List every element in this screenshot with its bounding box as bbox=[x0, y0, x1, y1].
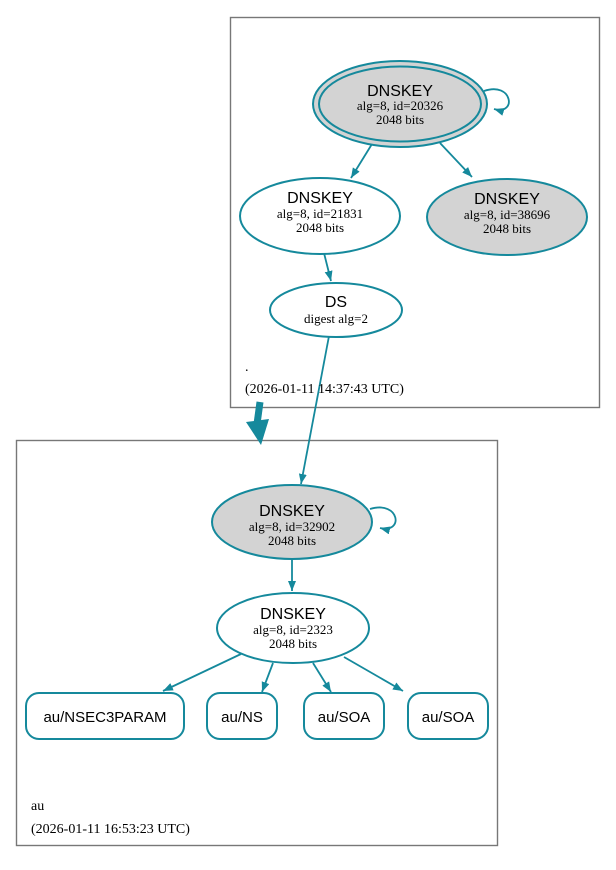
rrset-soa1-box bbox=[303, 692, 385, 740]
rrset-nsec3param-box bbox=[25, 692, 185, 740]
au-zone-label: au bbox=[31, 799, 44, 814]
dnskey-20326-alg: alg=8, id=20326 bbox=[357, 98, 444, 113]
dnskey-2323-title: DNSKEY bbox=[260, 606, 326, 623]
dnskey-21831-title: DNSKEY bbox=[287, 190, 353, 207]
ds-digest: digest alg=2 bbox=[304, 311, 368, 326]
edge-au-zsk-to-ns bbox=[261, 662, 274, 693]
dnskey-32902-bits: 2048 bits bbox=[268, 533, 316, 548]
dnskey-2323-alg: alg=8, id=2323 bbox=[253, 622, 333, 637]
rrset-nsec3param-label: au/NSEC3PARAM bbox=[43, 709, 166, 726]
au-ksk-self-sign-arrow bbox=[369, 506, 397, 535]
rrset-node-soa2: au/SOA bbox=[407, 692, 489, 740]
dnskey-38696-alg: alg=8, id=38696 bbox=[464, 207, 551, 222]
dnskey-21831-bits: 2048 bits bbox=[296, 220, 344, 235]
dnskey-2323-ellipse bbox=[216, 592, 370, 664]
root-zone-label: . bbox=[245, 360, 249, 375]
root-ksk-self-sign-arrow bbox=[483, 88, 510, 116]
dnskey-32902-ellipse bbox=[211, 484, 373, 560]
ds-ellipse bbox=[269, 282, 403, 338]
dnskey-20326-bits: 2048 bits bbox=[376, 112, 424, 127]
edge-root-ksk-to-zsk bbox=[350, 143, 373, 179]
dnskey-20326-inner-ellipse bbox=[318, 65, 482, 143]
edge-root-ksk-to-key38696 bbox=[439, 142, 473, 178]
ds-title: DS bbox=[325, 294, 347, 311]
edge-au-zsk-to-soa2 bbox=[343, 656, 404, 692]
dnskey-38696-ellipse bbox=[426, 178, 588, 256]
dnskey-2323-bits: 2048 bits bbox=[269, 636, 317, 651]
dnskey-node-21831: DNSKEY alg=8, id=21831 2048 bits bbox=[239, 177, 401, 255]
dnskey-38696-bits: 2048 bits bbox=[483, 221, 531, 236]
dnskey-32902-alg: alg=8, id=32902 bbox=[249, 519, 335, 534]
au-zone-timestamp: (2026-01-11 16:53:23 UTC) bbox=[31, 822, 190, 837]
rrset-node-soa1: au/SOA bbox=[303, 692, 385, 740]
dnskey-20326-title: DNSKEY bbox=[367, 83, 433, 100]
rrset-ns-box bbox=[206, 692, 278, 740]
dnskey-node-2323: DNSKEY alg=8, id=2323 2048 bits bbox=[216, 592, 370, 664]
edge-ds-to-au-ksk bbox=[298, 335, 330, 485]
dnskey-node-32902: DNSKEY alg=8, id=32902 2048 bits bbox=[211, 484, 373, 560]
dnskey-21831-alg: alg=8, id=21831 bbox=[277, 206, 363, 221]
rrset-soa1-label: au/SOA bbox=[318, 709, 371, 726]
dnskey-38696-title: DNSKEY bbox=[474, 191, 540, 208]
edge-root-zsk-to-ds bbox=[323, 252, 333, 282]
root-zone-timestamp: (2026-01-11 14:37:43 UTC) bbox=[245, 382, 404, 397]
rrset-soa2-box bbox=[407, 692, 489, 740]
dnskey-21831-ellipse bbox=[239, 177, 401, 255]
rrset-node-ns: au/NS bbox=[206, 692, 278, 740]
dnskey-node-20326: DNSKEY alg=8, id=20326 2048 bits bbox=[312, 60, 488, 148]
delegation-arrow-head bbox=[246, 419, 269, 445]
rrset-ns-label: au/NS bbox=[221, 709, 263, 726]
dnskey-32902-title: DNSKEY bbox=[259, 503, 325, 520]
edge-au-zsk-to-soa1 bbox=[312, 662, 332, 693]
delegation-arrow-shaft bbox=[253, 401, 264, 425]
dnskey-node-38696: DNSKEY alg=8, id=38696 2048 bits bbox=[426, 178, 588, 256]
rrset-node-nsec3param: au/NSEC3PARAM bbox=[25, 692, 185, 740]
rrset-soa2-label: au/SOA bbox=[422, 709, 475, 726]
edge-au-zsk-to-nsec3param bbox=[162, 653, 242, 692]
dnskey-20326-outer-ellipse bbox=[312, 60, 488, 148]
ds-node: DS digest alg=2 bbox=[269, 282, 403, 338]
